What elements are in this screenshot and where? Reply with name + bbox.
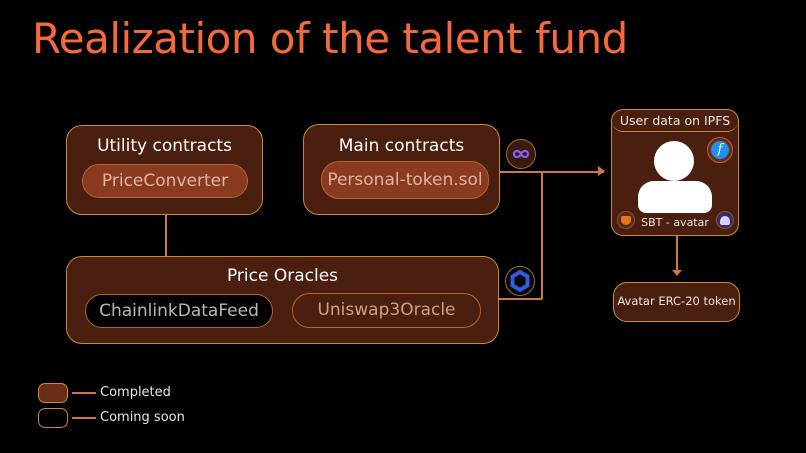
arrow-head-icon <box>598 166 605 176</box>
price-converter-pill[interactable]: PriceConverter <box>82 164 248 198</box>
legend-coming-soon-swatch <box>38 408 68 428</box>
legend-completed-line <box>72 392 96 394</box>
avatar-head <box>654 141 694 181</box>
sbt-avatar-caption: SBT - avatar <box>641 216 709 229</box>
connector-utility-oracles <box>165 214 167 256</box>
main-contracts-title: Main contracts <box>338 136 465 156</box>
avatar-body <box>638 181 712 213</box>
chainlink-data-feed-pill[interactable]: ChainlinkDataFeed <box>85 294 273 328</box>
ghost-icon <box>716 211 734 229</box>
connector-main-ipfs <box>500 171 604 173</box>
personal-token-pill[interactable]: Personal-token.sol <box>321 161 489 199</box>
ipfs-box: User data on IPFS f SBT - avatar <box>611 109 739 236</box>
connector-oracles <box>498 298 542 300</box>
filecoin-icon: f <box>707 137 733 163</box>
connector-ipfs-erc20 <box>676 236 678 272</box>
avatar-erc20-label: Avatar ERC-20 token <box>617 294 736 308</box>
ipfs-title: User data on IPFS <box>619 113 731 128</box>
utility-contracts-box: Utility contracts PriceConverter <box>66 125 263 215</box>
ipfs-title-bar <box>612 110 738 132</box>
legend-completed-swatch <box>38 383 68 403</box>
page-title: Realization of the talent fund <box>32 14 628 63</box>
price-oracles-title: Price Oracles <box>226 266 339 286</box>
legend-coming-soon-line <box>72 417 96 419</box>
avatar-erc20-box: Avatar ERC-20 token <box>613 282 740 322</box>
connector-vertical <box>541 171 543 299</box>
legend-completed-label: Completed <box>100 385 171 400</box>
uniswap3-oracle-pill[interactable]: Uniswap3Oracle <box>292 293 481 328</box>
utility-contracts-title: Utility contracts <box>97 136 232 156</box>
legend-coming-soon-label: Coming soon <box>100 410 185 425</box>
main-contracts-box: Main contracts Personal-token.sol <box>303 124 500 215</box>
price-oracles-box: Price Oracles ChainlinkDataFeed Uniswap3… <box>66 256 499 344</box>
metamask-icon <box>617 211 635 229</box>
arrow-down-icon <box>672 270 682 276</box>
chainlink-icon <box>505 266 535 296</box>
polygon-icon <box>506 139 536 169</box>
